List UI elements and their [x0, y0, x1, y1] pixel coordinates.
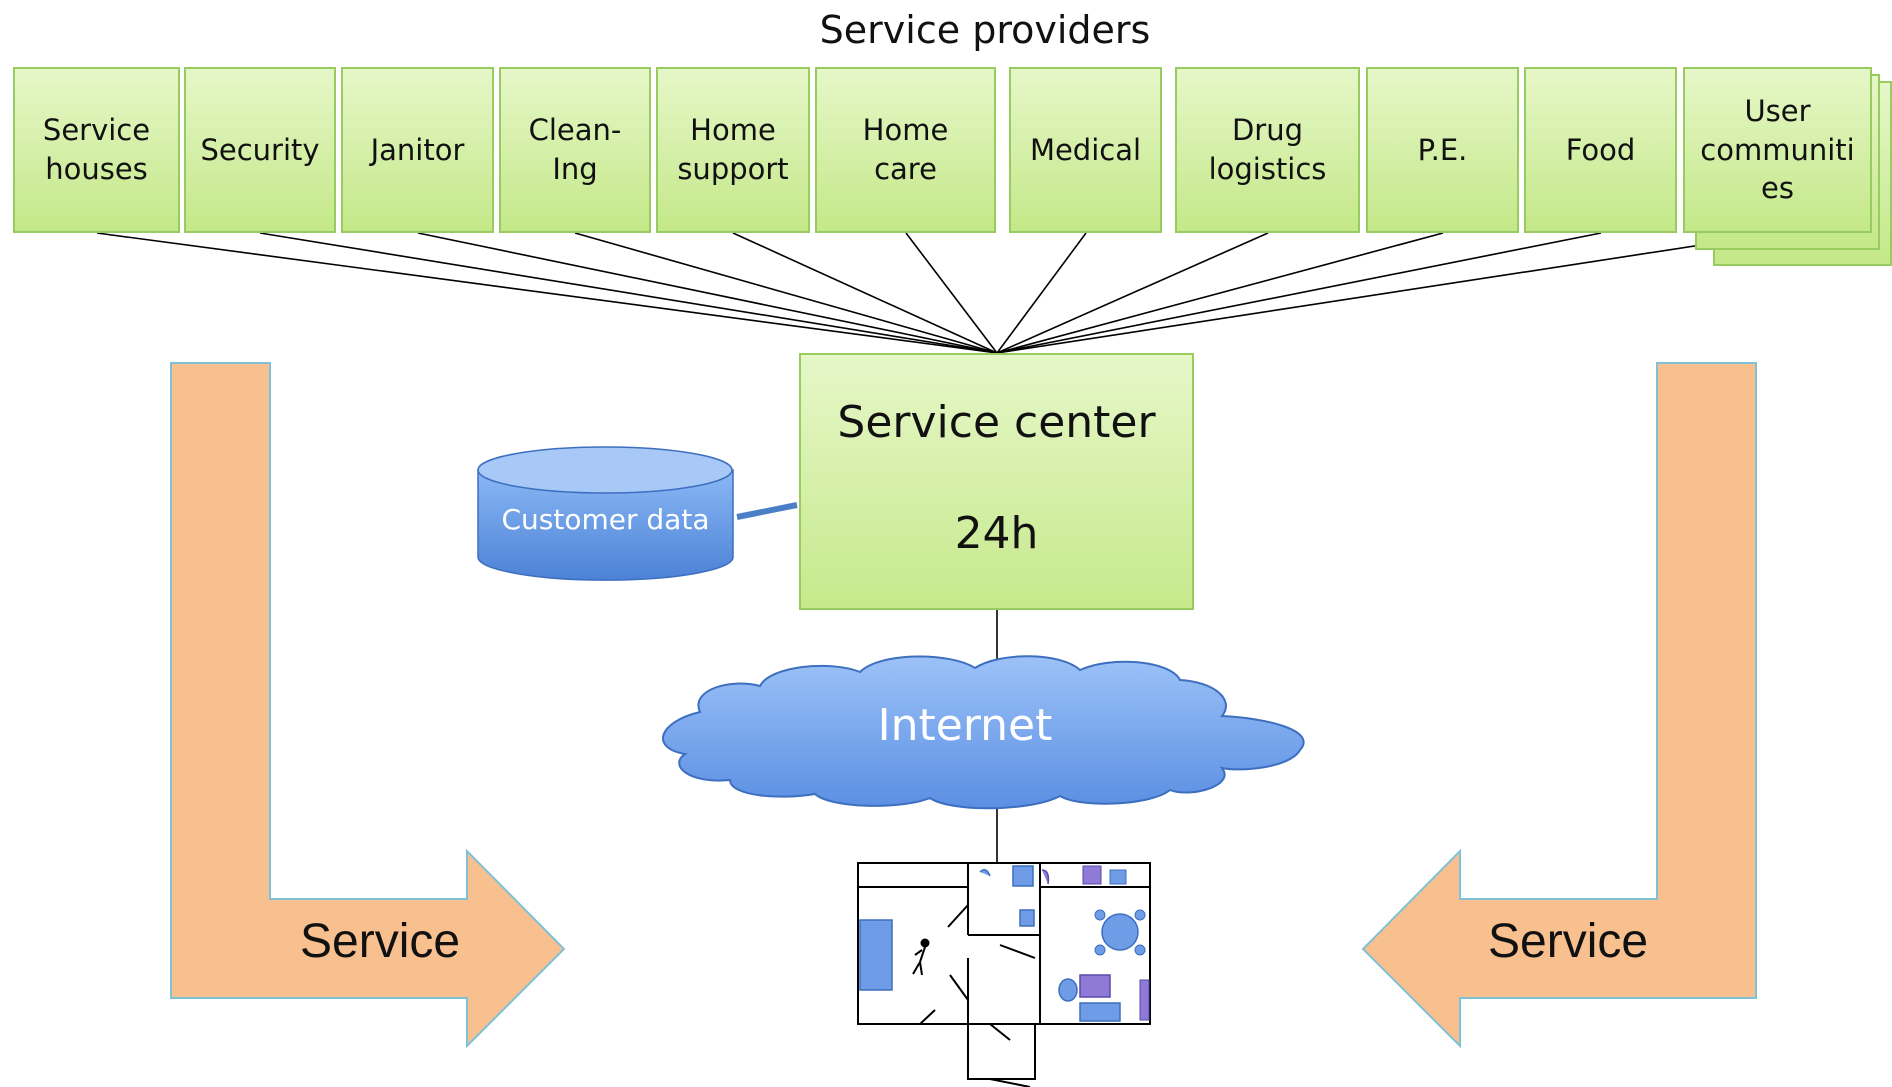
internet-cloud-icon [662, 655, 1305, 810]
provider-home-care: Home care [815, 67, 996, 233]
provider-home-support: Home support [656, 67, 810, 233]
customer-data-label: Customer data [501, 503, 710, 536]
provider-pe: P.E. [1366, 67, 1519, 233]
connector-line-11 [996, 232, 1780, 354]
connector-line-4 [574, 232, 998, 354]
provider-service-houses: Service houses [13, 67, 180, 233]
customer-database-icon [477, 446, 734, 581]
connector-line-7 [996, 232, 1087, 354]
connector-line-8 [996, 232, 1269, 354]
internet-label: Internet [877, 700, 1053, 751]
connector-line-2 [259, 232, 998, 354]
service-center-hours: 24h [954, 508, 1039, 559]
connector-line-1 [96, 232, 998, 354]
connector-line-5 [732, 232, 998, 354]
right-service-label: Service [1488, 915, 1649, 968]
provider-user-communities: User communiti es [1683, 67, 1872, 233]
service-center-title: Service center [837, 397, 1156, 448]
provider-drug-logistics: Drug logistics [1175, 67, 1360, 233]
provider-security: Security [184, 67, 336, 233]
left-service-label: Service [300, 915, 461, 968]
person-icon [912, 938, 930, 976]
provider-cleaning: Clean- Ing [499, 67, 651, 233]
service-center-box: Service center 24h [799, 353, 1194, 610]
provider-food: Food [1524, 67, 1677, 233]
home-floorplan-icon [857, 862, 1151, 1087]
diagram-title: Service providers [819, 8, 1151, 52]
connector-line-10 [996, 232, 1602, 354]
connector-line-9 [996, 232, 1444, 354]
database-connector [736, 502, 798, 520]
provider-medical: Medical [1009, 67, 1162, 233]
right-service-arrow [1361, 362, 1757, 1049]
connector-line-3 [417, 232, 998, 354]
provider-janitor: Janitor [341, 67, 494, 233]
provider-connector-lines [96, 232, 1780, 354]
connector-line-6 [905, 232, 998, 354]
left-service-arrow [170, 362, 566, 1049]
